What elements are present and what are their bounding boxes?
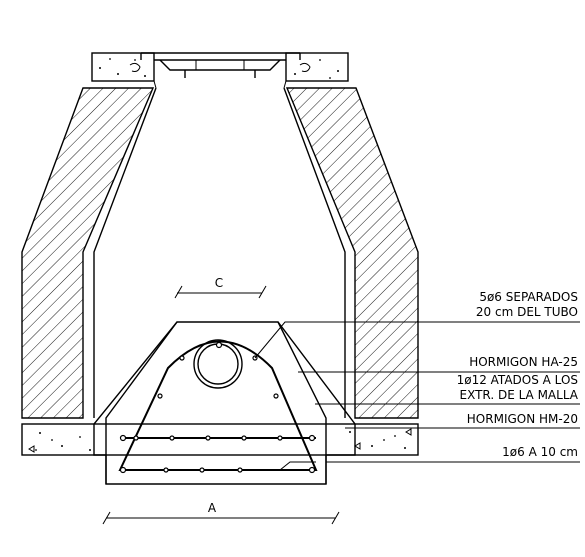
callout-concrete-hm20: HORMIGON HM-20 — [467, 412, 578, 426]
right-wall-hatched — [285, 87, 419, 419]
rebar-arch — [118, 340, 318, 471]
base-slab — [21, 423, 419, 456]
dimension-a: A — [102, 501, 340, 525]
right-inner-lining — [283, 87, 346, 418]
frame-concrete-texture — [99, 58, 339, 79]
callout-rebar-6mm: 1ø6 A 10 cm — [502, 445, 578, 459]
top-frame — [91, 52, 349, 89]
callout-rebar-spacing-line1: 5ø6 SEPARADOS — [479, 290, 578, 304]
left-wall-hatched — [21, 87, 155, 419]
concrete-block-ha25 — [93, 321, 356, 485]
dimension-c: C — [174, 276, 267, 299]
left-inner-lining — [93, 87, 157, 418]
dimension-c-label: C — [215, 276, 223, 290]
callout-concrete-ha25: HORMIGON HA-25 — [469, 355, 578, 369]
dimension-a-label: A — [208, 501, 217, 515]
callout-rebar-spacing-line2: 20 cm DEL TUBO — [476, 305, 578, 319]
callout-leaders — [254, 321, 580, 463]
callout-tied-rebar-line2: EXTR. DE LA MALLA — [460, 388, 579, 402]
callout-texts: 5ø6 SEPARADOS 20 cm DEL TUBO HORMIGON HA… — [457, 290, 579, 459]
rebar-mesh — [119, 341, 316, 474]
callout-tied-rebar-line1: 1ø12 ATADOS A LOS — [457, 373, 578, 387]
